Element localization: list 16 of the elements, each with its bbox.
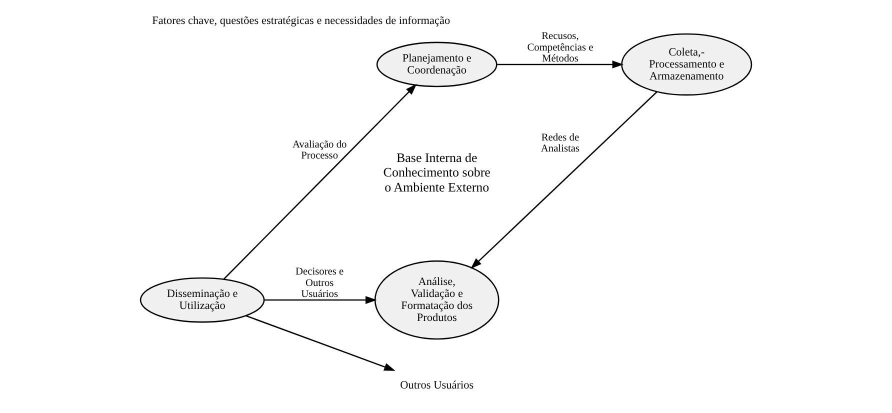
node-ellipse: Disseminação e Utilização: [140, 277, 265, 323]
edge-label: Decisores e Outros Usuários: [296, 266, 344, 300]
node-ellipse: Análise, Validação e Formatação dos Produtos: [374, 260, 500, 340]
arrow: [246, 315, 396, 371]
node-ellipse: Planejamento e Coordenação: [376, 42, 498, 88]
arrow: [223, 84, 417, 280]
node-ellipse: Coleta,- Processamento e Armazenamento: [621, 33, 752, 96]
arrow: [497, 60, 624, 68]
node-text: Outros Usuários: [400, 380, 474, 392]
edge-label: Avaliação do Processo: [292, 139, 347, 162]
arrow: [470, 91, 658, 269]
arrow: [264, 296, 377, 304]
edge-label: Recusos, Competências e Métodos: [527, 31, 594, 65]
diagram-title: Fatores chave, questões estratégicas e necessidades de informação: [152, 15, 450, 28]
edge-label: Redes de Analistas: [540, 132, 580, 155]
label: Base Interna de Conhecimento sobre o Ambiente Externo: [383, 150, 490, 194]
